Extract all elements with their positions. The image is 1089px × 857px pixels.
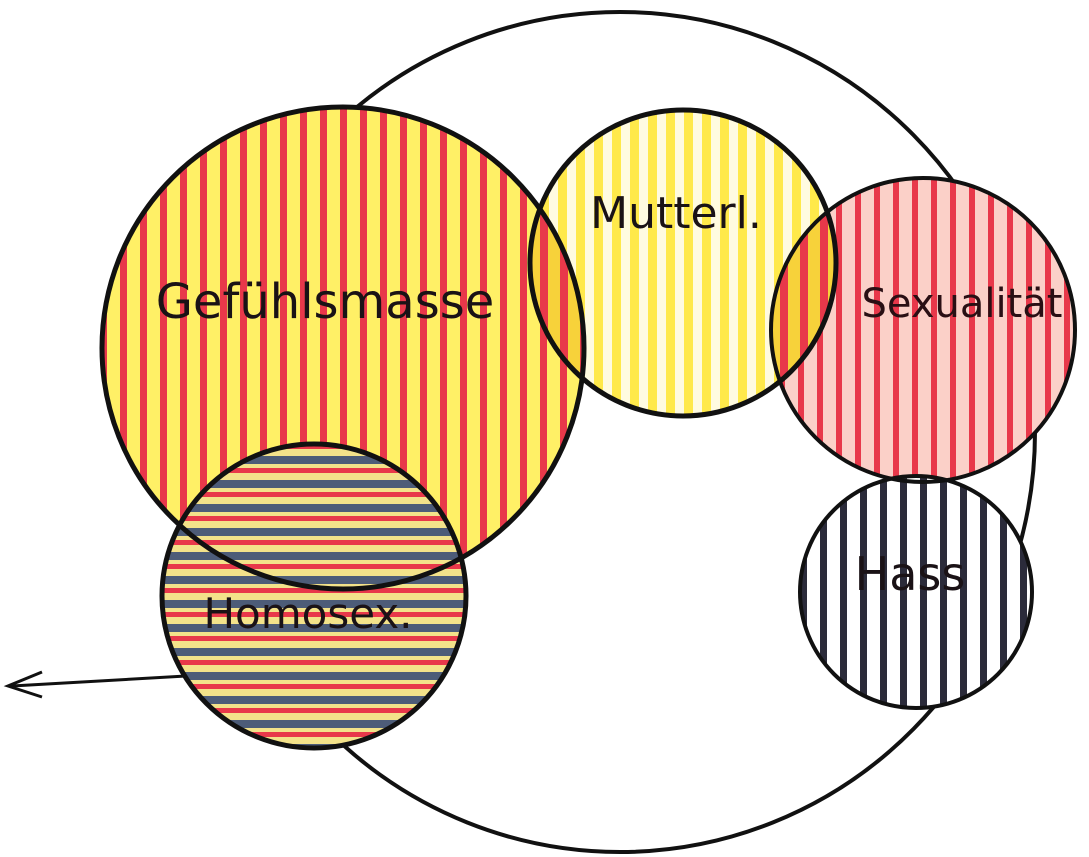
circle-sexualitaet — [771, 178, 1075, 482]
label-sexualitaet: Sexualität — [862, 281, 1063, 327]
circle-homosex — [162, 444, 466, 748]
arrow-left-icon — [3, 670, 187, 699]
outline-gefuehlsmasse — [99, 104, 587, 592]
label-hass: Hass — [855, 547, 966, 601]
outline-hass — [798, 474, 1034, 710]
circle-gefuehlsmasse — [102, 107, 584, 589]
circle-mutterl — [530, 110, 836, 416]
outline-homosex — [159, 441, 469, 751]
circle-hass — [800, 476, 1032, 708]
outline-sexualitaet — [769, 176, 1077, 484]
outline-mutterl — [527, 107, 839, 419]
label-homosex: Homosex. — [203, 589, 412, 638]
label-mutterl: Mutterl. — [590, 188, 762, 239]
label-gefuehlsmasse: Gefühlsmasse — [156, 274, 495, 330]
